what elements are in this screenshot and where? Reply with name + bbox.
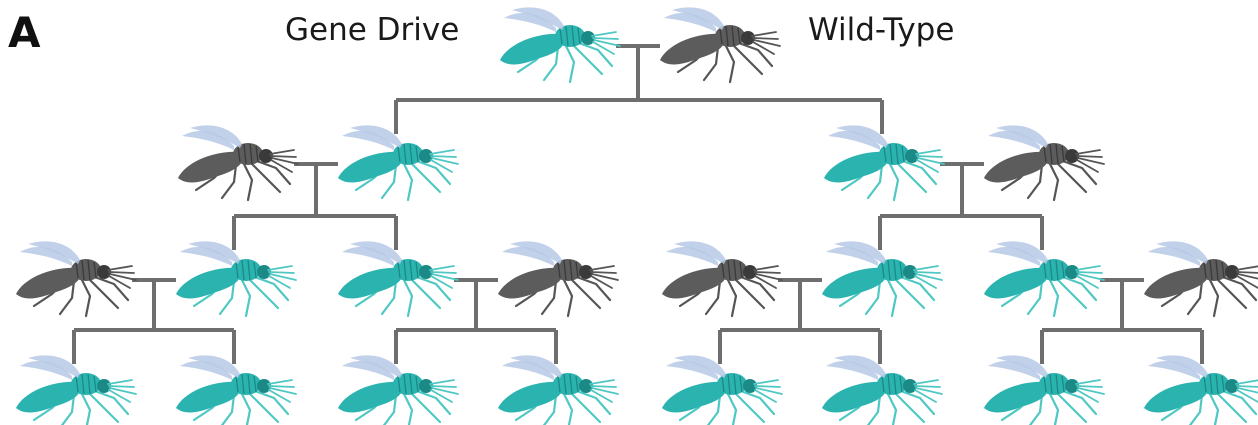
mosquito-wild-type	[178, 125, 299, 202]
mosquito-gene-drive	[176, 355, 297, 425]
gene-drive-label: Gene Drive	[285, 12, 460, 48]
mosquito-wild-type	[498, 241, 619, 318]
mosquito-gene-drive	[16, 355, 137, 425]
mosquito-gene-drive	[822, 241, 943, 318]
mosquito-gene-drive	[824, 125, 945, 202]
mosquito-gene-drive	[338, 355, 459, 425]
mosquito-wild-type	[984, 125, 1105, 202]
panel-letter: A	[8, 8, 41, 57]
mosquito-wild-type	[662, 241, 783, 318]
mosquito-gene-drive	[822, 355, 943, 425]
mosquito-gene-drive	[1144, 355, 1258, 425]
mosquito-gene-drive	[338, 125, 459, 202]
mosquito-gene-drive	[662, 355, 783, 425]
wild-type-label: Wild-Type	[808, 12, 955, 48]
mosquito-gene-drive	[500, 7, 621, 84]
mosquito-wild-type	[660, 7, 781, 84]
mosquito-gene-drive	[338, 241, 459, 318]
mosquito-wild-type	[1144, 241, 1258, 318]
mosquito-gene-drive	[498, 355, 619, 425]
mosquito-gene-drive	[984, 241, 1105, 318]
mosquito-gene-drive	[176, 241, 297, 318]
mosquito-gene-drive	[984, 355, 1105, 425]
mosquito-wild-type	[16, 241, 137, 318]
